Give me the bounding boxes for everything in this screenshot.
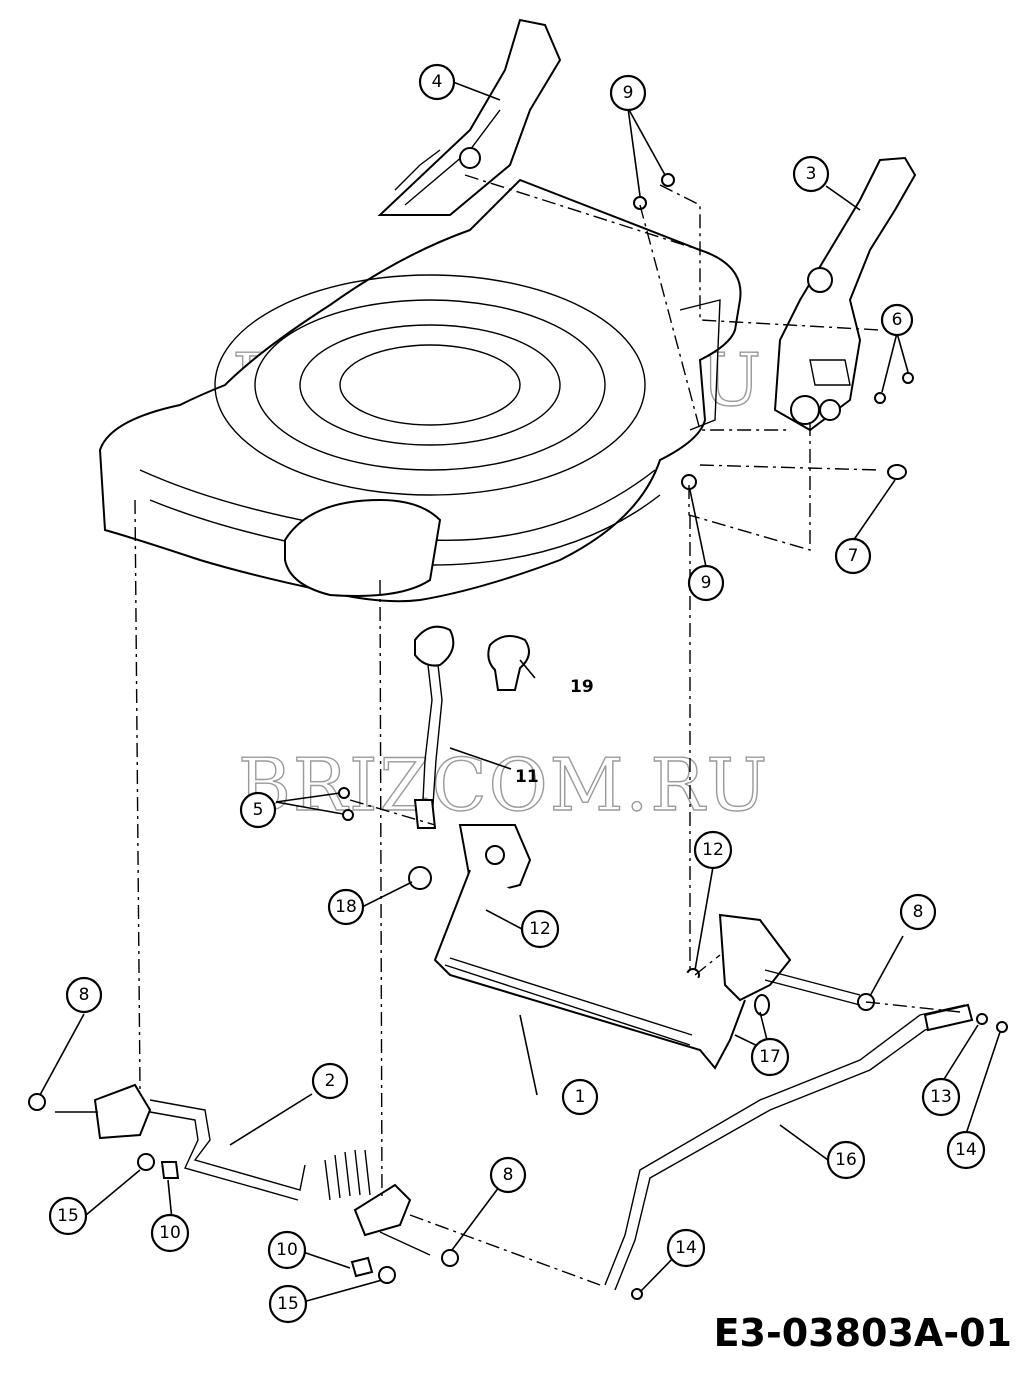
mower-deck: [98, 178, 742, 603]
svg-text:10: 10: [276, 1240, 298, 1260]
svg-text:10: 10: [159, 1223, 181, 1243]
callout-16: 16: [826, 1140, 866, 1180]
svg-text:9: 9: [701, 573, 712, 593]
callout-15-bottom: 15: [268, 1284, 308, 1324]
svg-text:13: 13: [930, 1087, 952, 1107]
callout-5: 5: [239, 791, 277, 829]
svg-text:3: 3: [806, 164, 817, 184]
label-11: 11: [515, 767, 539, 787]
callout-1: 1: [561, 1078, 599, 1116]
watermark-middle: BRIZCOM.RU: [238, 743, 769, 827]
height-adjuster-front: [773, 156, 917, 432]
svg-text:1: 1: [575, 1087, 586, 1107]
height-adjuster-rear: [377, 18, 562, 216]
svg-text:14: 14: [675, 1238, 697, 1258]
label-19: 19: [570, 677, 594, 697]
front-axle-assembly: [55, 1083, 431, 1256]
callout-7: 7: [834, 537, 872, 575]
svg-text:12: 12: [529, 919, 551, 939]
callout-10-bottom: 10: [267, 1230, 307, 1270]
callout-14-bottom: 14: [666, 1228, 706, 1268]
svg-text:17: 17: [759, 1047, 781, 1067]
callout-18: 18: [327, 888, 365, 926]
svg-text:5: 5: [253, 800, 264, 820]
callout-2: 2: [311, 1062, 349, 1100]
callout-17: 17: [750, 1037, 790, 1077]
svg-text:8: 8: [79, 985, 90, 1005]
callout-8-right: 8: [899, 893, 937, 931]
leader-lines: [39, 81, 1001, 1303]
callout-15-left: 15: [48, 1196, 88, 1236]
svg-text:18: 18: [335, 897, 357, 917]
svg-text:7: 7: [848, 546, 859, 566]
svg-text:8: 8: [503, 1165, 514, 1185]
svg-text:6: 6: [892, 310, 903, 330]
svg-text:15: 15: [57, 1206, 79, 1226]
callout-13: 13: [921, 1077, 961, 1117]
svg-text:8: 8: [913, 902, 924, 922]
callout-9-top: 9: [609, 74, 647, 112]
callout-12-center: 12: [520, 909, 560, 949]
drawing-code: E3-03803A-01: [713, 1311, 1012, 1355]
callout-6: 6: [880, 303, 914, 337]
callout-3: 3: [792, 155, 830, 193]
callout-12-right: 12: [693, 830, 733, 870]
svg-text:15: 15: [277, 1294, 299, 1314]
height-rod: [604, 1003, 974, 1291]
svg-text:12: 12: [702, 840, 724, 860]
svg-text:4: 4: [432, 72, 443, 92]
alignment-lines: [134, 174, 961, 1286]
callout-8-left: 8: [65, 976, 103, 1014]
fasteners: [28, 173, 1008, 1300]
callout-14-right: 14: [946, 1130, 986, 1170]
callout-10-left: 10: [150, 1213, 190, 1253]
callout-8-bottom: 8: [489, 1156, 527, 1194]
svg-text:9: 9: [623, 83, 634, 103]
callout-9-side: 9: [687, 564, 725, 602]
axle-assembly: [433, 824, 861, 1070]
svg-text:16: 16: [835, 1150, 857, 1170]
svg-text:2: 2: [325, 1071, 336, 1091]
svg-text:14: 14: [955, 1140, 977, 1160]
callout-4: 4: [418, 63, 456, 101]
